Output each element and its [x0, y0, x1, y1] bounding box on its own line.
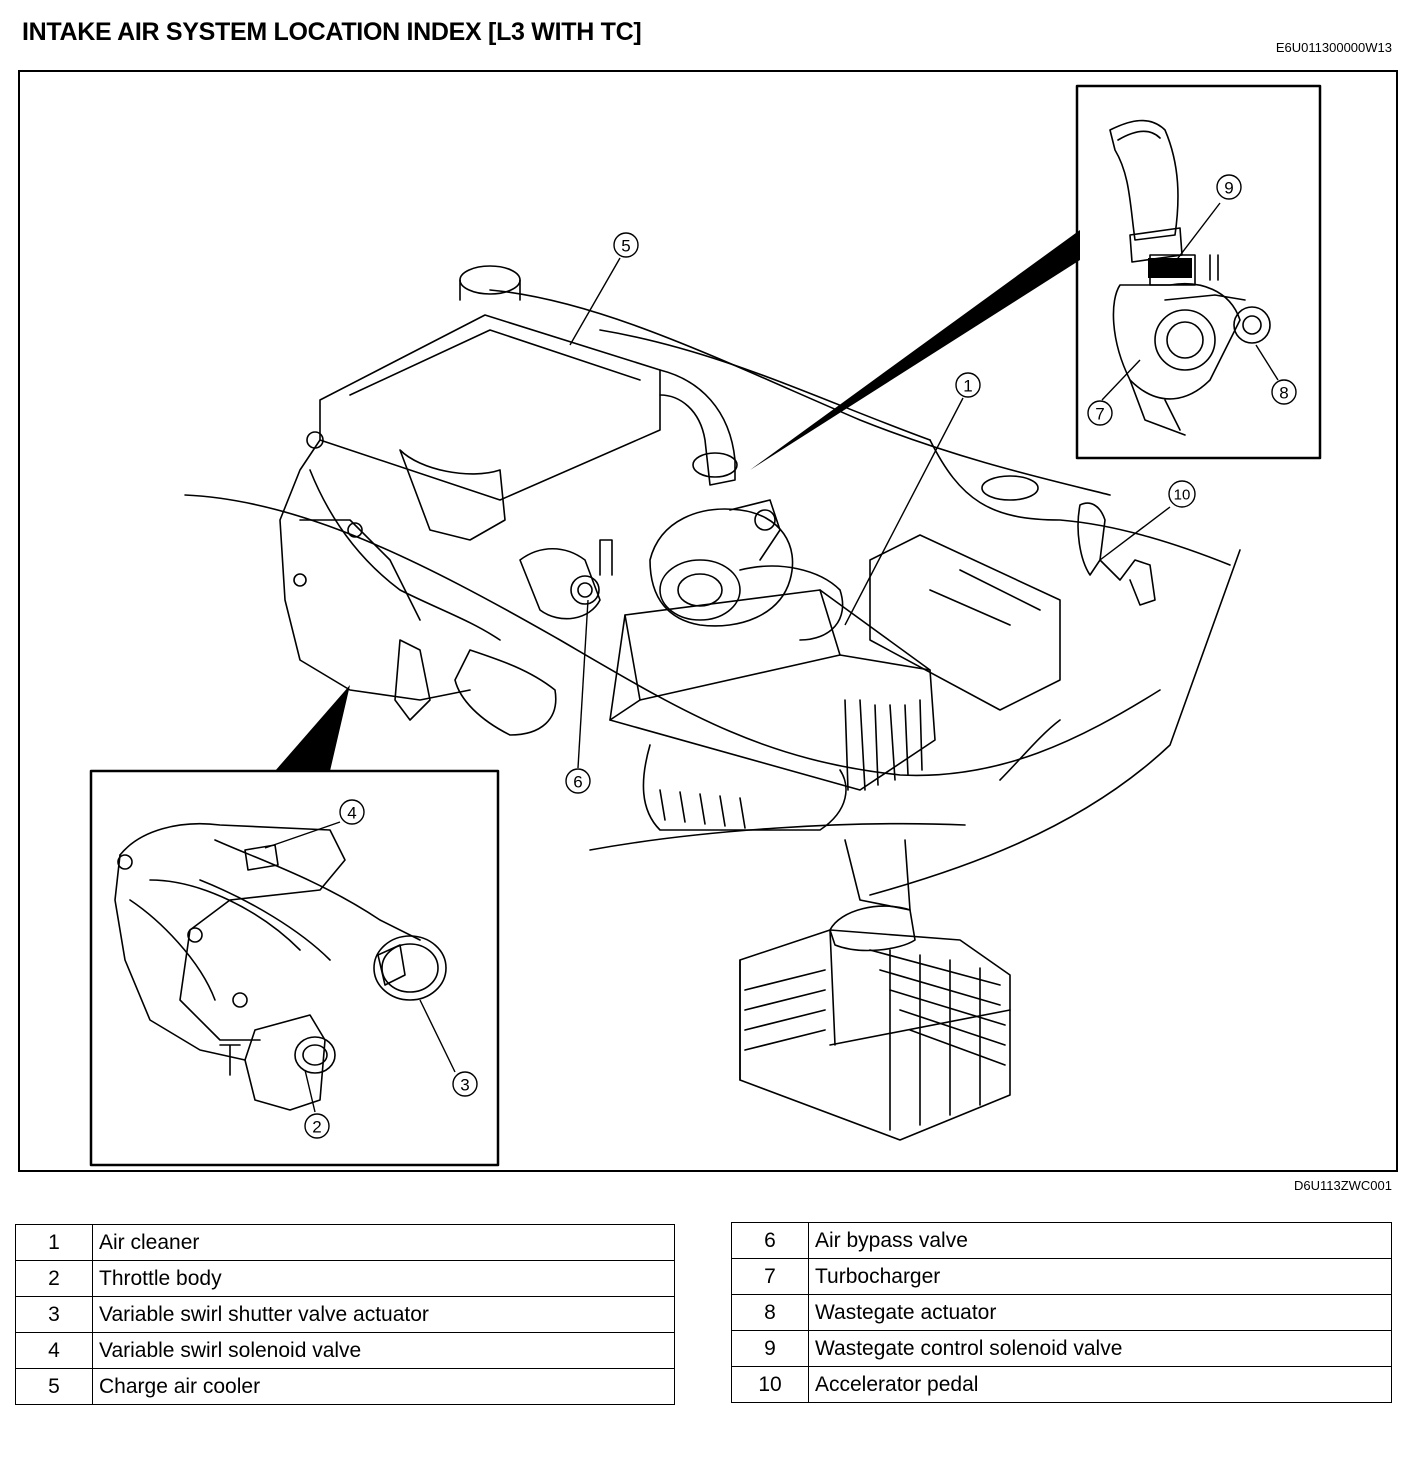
intake-manifold-detail	[114, 822, 447, 1111]
table-row: 10 Accelerator pedal	[731, 1366, 1392, 1403]
figure-code: D6U113ZWC001	[1293, 1178, 1392, 1193]
legend-table-right: 6 Air bypass valve 7 Turbocharger 8 Wast…	[731, 1222, 1392, 1403]
table-row: 3 Variable swirl shutter valve actuator	[15, 1296, 675, 1333]
legend-number: 5	[15, 1368, 93, 1405]
callout-1-circle	[955, 372, 981, 398]
callout-1: 1	[963, 377, 972, 396]
legend-label: Wastegate control solenoid valve	[808, 1330, 1392, 1367]
body-line	[599, 329, 931, 441]
page-title: INTAKE AIR SYSTEM LOCATION INDEX [L3 WIT…	[22, 18, 642, 46]
legend-number: 9	[731, 1330, 809, 1367]
air-cleaner	[609, 589, 936, 791]
legend-number: 10	[731, 1366, 809, 1403]
callout-2-circle	[304, 1113, 330, 1139]
inset-turbo-frame	[1075, 84, 1322, 460]
callout-3: 3	[460, 1076, 469, 1095]
legend-number: 8	[731, 1294, 809, 1331]
table-row: 7 Turbocharger	[731, 1258, 1392, 1295]
table-row: 8 Wastegate actuator	[731, 1294, 1392, 1331]
solenoid-valve-block	[1148, 258, 1192, 278]
table-row: 4 Variable swirl solenoid valve	[15, 1332, 675, 1369]
legend-label: Throttle body	[92, 1260, 675, 1297]
callout-2: 2	[312, 1118, 321, 1137]
legend-label: Accelerator pedal	[808, 1366, 1392, 1403]
body-line	[589, 822, 966, 851]
callout-4-circle	[339, 799, 365, 825]
table-row: 5 Charge air cooler	[15, 1368, 675, 1405]
callout-5: 5	[621, 237, 630, 256]
legend-number: 3	[15, 1296, 93, 1333]
legend-label: Turbocharger	[808, 1258, 1392, 1295]
legend-number: 6	[731, 1222, 809, 1259]
legend-number: 4	[15, 1332, 93, 1369]
body-line	[929, 439, 1231, 566]
accelerator-pedal	[1077, 502, 1106, 576]
legend-label: Variable swirl shutter valve actuator	[92, 1296, 675, 1333]
callout-7-circle	[1087, 400, 1113, 426]
legend-number: 1	[15, 1224, 93, 1261]
legend-label: Wastegate actuator	[808, 1294, 1392, 1331]
callout-8-circle	[1271, 379, 1297, 405]
legend-number: 2	[15, 1260, 93, 1297]
callout-9-circle	[1216, 174, 1242, 200]
body-line	[489, 289, 1111, 496]
inset-pointer-bottom	[275, 685, 350, 771]
callout-10: 10	[1174, 487, 1191, 504]
leader-lines	[264, 202, 1279, 1113]
resonator-box	[739, 929, 1011, 1141]
legend-label: Charge air cooler	[92, 1368, 675, 1405]
callout-7: 7	[1095, 405, 1104, 424]
table-row: 2 Throttle body	[15, 1260, 675, 1297]
table-row: 1 Air cleaner	[15, 1224, 675, 1261]
callout-3-circle	[452, 1071, 478, 1097]
body-line	[999, 719, 1061, 781]
inset-pointer-top	[750, 230, 1080, 470]
turbocharger-detail	[1109, 119, 1271, 436]
callout-6: 6	[573, 773, 582, 792]
table-row: 9 Wastegate control solenoid valve	[731, 1330, 1392, 1367]
body-line	[869, 549, 1241, 896]
document-code: E6U011300000W13	[1275, 40, 1392, 55]
inset-manifold-frame	[89, 769, 500, 1167]
diagram-frame	[18, 70, 1398, 1172]
legend-label: Air bypass valve	[808, 1222, 1392, 1259]
table-row: 6 Air bypass valve	[731, 1222, 1392, 1259]
callout-8: 8	[1279, 384, 1288, 403]
legend-label: Air cleaner	[92, 1224, 675, 1261]
legend-table-left: 1 Air cleaner 2 Throttle body 3 Variable…	[15, 1224, 675, 1405]
callout-9: 9	[1224, 179, 1233, 198]
callout-5-circle	[613, 232, 639, 258]
callout-4: 4	[347, 804, 356, 823]
legend-label: Variable swirl solenoid valve	[92, 1332, 675, 1369]
callout-circles	[304, 174, 1297, 1139]
callout-6-circle	[565, 768, 591, 794]
legend-number: 7	[731, 1258, 809, 1295]
callout-10-circle	[1168, 480, 1196, 508]
